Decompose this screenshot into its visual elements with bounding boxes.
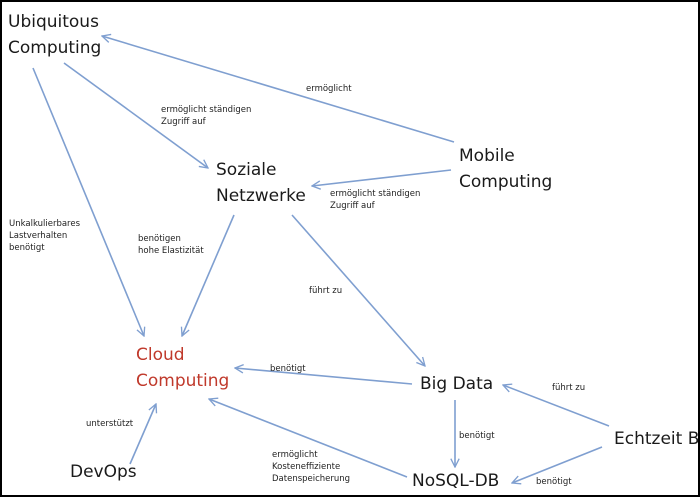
edge-soziale-to-bigdata: [291, 214, 425, 366]
edge-label-line: Kosteneffiziente: [272, 462, 341, 472]
edge-label-line: benötigt: [459, 431, 495, 441]
edge-label-line: benötigen: [138, 234, 181, 244]
node-soziale-netzwerke: Soziale Netzwerke: [216, 157, 306, 209]
edge-label-line: Zugriff auf: [330, 201, 375, 211]
edge-label-mobile-ubiquitous: ermöglicht: [306, 83, 352, 95]
node-label-line: DevOps: [70, 462, 137, 482]
node-label-line: NoSQL-DB: [412, 471, 500, 491]
node-label-line: Computing: [8, 38, 102, 58]
edge-label-ubiquitous-soziale: ermöglicht ständigen Zugriff auf: [161, 104, 251, 128]
edge-label-line: ermöglicht: [306, 84, 352, 94]
edge-label-line: Zugriff auf: [161, 117, 206, 127]
edge-echtzeit-to-nosql: [512, 446, 603, 483]
node-cloud-computing: Cloud Computing: [136, 342, 229, 394]
node-label-line: Mobile: [459, 146, 515, 166]
edge-mobile-to-soziale: [312, 169, 452, 186]
edge-label-line: ermöglicht ständigen: [330, 189, 421, 199]
edge-label-bigdata-nosql: benötigt: [459, 430, 495, 442]
edge-label-line: benötigt: [270, 364, 306, 374]
node-label-line: Big Data: [420, 374, 494, 394]
edge-label-bigdata-cloud: benötigt: [270, 363, 306, 375]
node-label-line: Computing: [136, 371, 230, 391]
node-echtzeit-bi: Echtzeit BI: [614, 426, 700, 452]
edge-label-ubiquitous-cloud: Unkalkulierbares Lastverhalten benötigt: [9, 218, 80, 254]
node-label-line: Cloud: [136, 345, 185, 365]
edge-label-soziale-cloud: benötigen hohe Elastizität: [138, 233, 204, 257]
edge-label-soziale-bigdata: führt zu: [309, 285, 342, 297]
edge-ubiquitous-to-soziale: [63, 62, 208, 168]
edge-label-line: unterstützt: [86, 419, 134, 429]
edge-label-echtzeit-nosql: benötigt: [536, 476, 572, 488]
node-nosql-db: NoSQL-DB: [412, 468, 499, 494]
node-big-data: Big Data: [420, 371, 493, 397]
edge-label-line: hohe Elastizität: [138, 246, 204, 256]
edge-label-line: ermöglicht ständigen: [161, 105, 252, 115]
node-label-line: Netzwerke: [216, 186, 306, 206]
edge-label-echtzeit-bigdata: führt zu: [552, 382, 585, 394]
edge-label-line: Unkalkulierbares: [9, 219, 81, 229]
node-label-line: Echtzeit BI: [614, 429, 700, 449]
edge-soziale-to-cloud: [182, 214, 235, 336]
edge-label-line: Lastverhalten: [9, 231, 68, 241]
edge-mobile-to-ubiquitous: [102, 36, 455, 143]
node-mobile-computing: Mobile Computing: [459, 143, 552, 195]
node-ubiquitous-computing: Ubiquitous Computing: [8, 9, 101, 61]
edge-label-line: benötigt: [9, 243, 45, 253]
edge-label-devops-cloud: unterstützt: [86, 418, 133, 430]
node-devops: DevOps: [70, 459, 137, 485]
edge-nosql-to-cloud: [209, 399, 408, 478]
edge-bigdata-to-cloud: [235, 368, 413, 385]
edge-label-line: führt zu: [309, 286, 343, 296]
edge-label-line: benötigt: [536, 477, 572, 487]
edge-label-line: Datenspeicherung: [272, 474, 351, 484]
node-label-line: Soziale: [216, 160, 277, 180]
edge-label-mobile-soziale: ermöglicht ständigen Zugriff auf: [330, 188, 420, 212]
edge-label-nosql-cloud: ermöglicht Kosteneffiziente Datenspeiche…: [272, 449, 350, 485]
edge-ubiquitous-to-cloud: [32, 67, 144, 336]
node-label-line: Ubiquitous: [8, 12, 99, 32]
edge-label-line: ermöglicht: [272, 450, 318, 460]
node-label-line: Computing: [459, 172, 553, 192]
edge-label-line: führt zu: [552, 383, 586, 393]
edge-echtzeit-to-bigdata: [503, 385, 610, 427]
edge-devops-to-cloud: [129, 404, 156, 465]
